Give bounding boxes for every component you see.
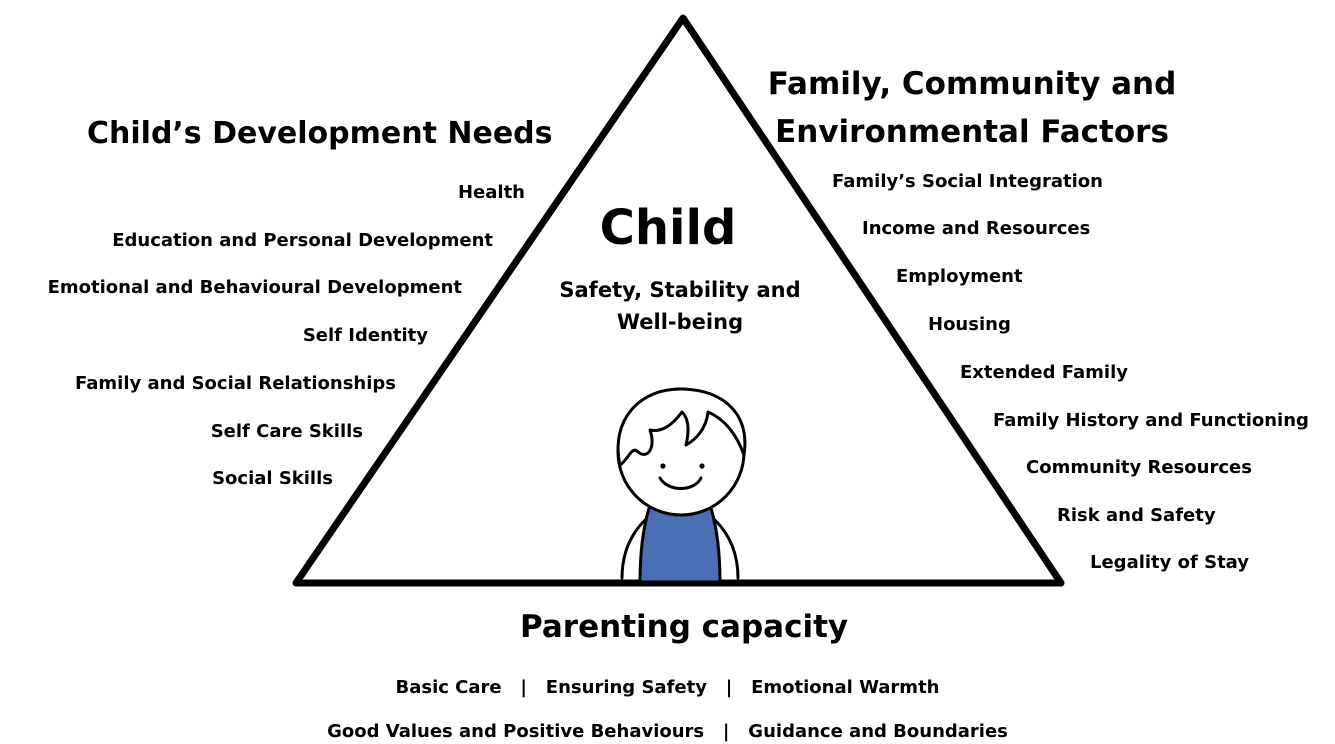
environmental-factor-item: Housing [928, 314, 1011, 335]
heading-environmental-factors: Family, Community and Environmental Fact… [767, 60, 1177, 156]
development-need-item: Health [457, 182, 525, 203]
environmental-factor-item: Community Resources [1026, 457, 1252, 478]
child-illustration [616, 387, 747, 584]
child-right-arm [713, 518, 740, 580]
environmental-factor-item: Income and Resources [862, 218, 1091, 239]
child-subtitle: Safety, Stability and Well-being [540, 274, 820, 338]
development-need-item: Social Skills [212, 468, 333, 489]
heading-environmental-line1: Family, Community and [767, 66, 1177, 102]
heading-development-needs: Child’s Development Needs [87, 116, 553, 151]
child-right-eye [699, 463, 705, 469]
parenting-line-1: Basic Care | Ensuring Safety | Emotional… [395, 677, 940, 698]
heading-parenting-capacity: Parenting capacity [520, 609, 849, 645]
child-smile [658, 476, 703, 490]
environmental-factor-item: Family History and Functioning [993, 410, 1309, 431]
development-need-item: Self Care Skills [210, 421, 363, 442]
child-shirt [638, 503, 722, 584]
child-left-eye [660, 463, 666, 469]
environmental-factor-item: Extended Family [960, 362, 1128, 383]
child-left-arm [620, 518, 647, 580]
development-need-item: Emotional and Behavioural Development [47, 277, 462, 298]
child-hair [616, 387, 747, 467]
environmental-factor-item: Risk and Safety [1057, 505, 1216, 526]
child-title: Child [599, 200, 737, 256]
child-subtitle-line2: Well-being [616, 310, 744, 334]
development-need-item: Education and Personal Development [112, 230, 493, 251]
environmental-factor-item: Family’s Social Integration [832, 171, 1103, 192]
development-need-item: Family and Social Relationships [75, 373, 396, 394]
development-need-item: Self Identity [302, 325, 428, 346]
environmental-factor-item: Legality of Stay [1090, 552, 1250, 573]
child-subtitle-line1: Safety, Stability and [559, 278, 801, 302]
parenting-line-2: Good Values and Positive Behaviours | Gu… [327, 721, 1008, 742]
environmental-factor-item: Employment [896, 266, 1023, 287]
heading-environmental-line2: Environmental Factors [775, 114, 1169, 150]
